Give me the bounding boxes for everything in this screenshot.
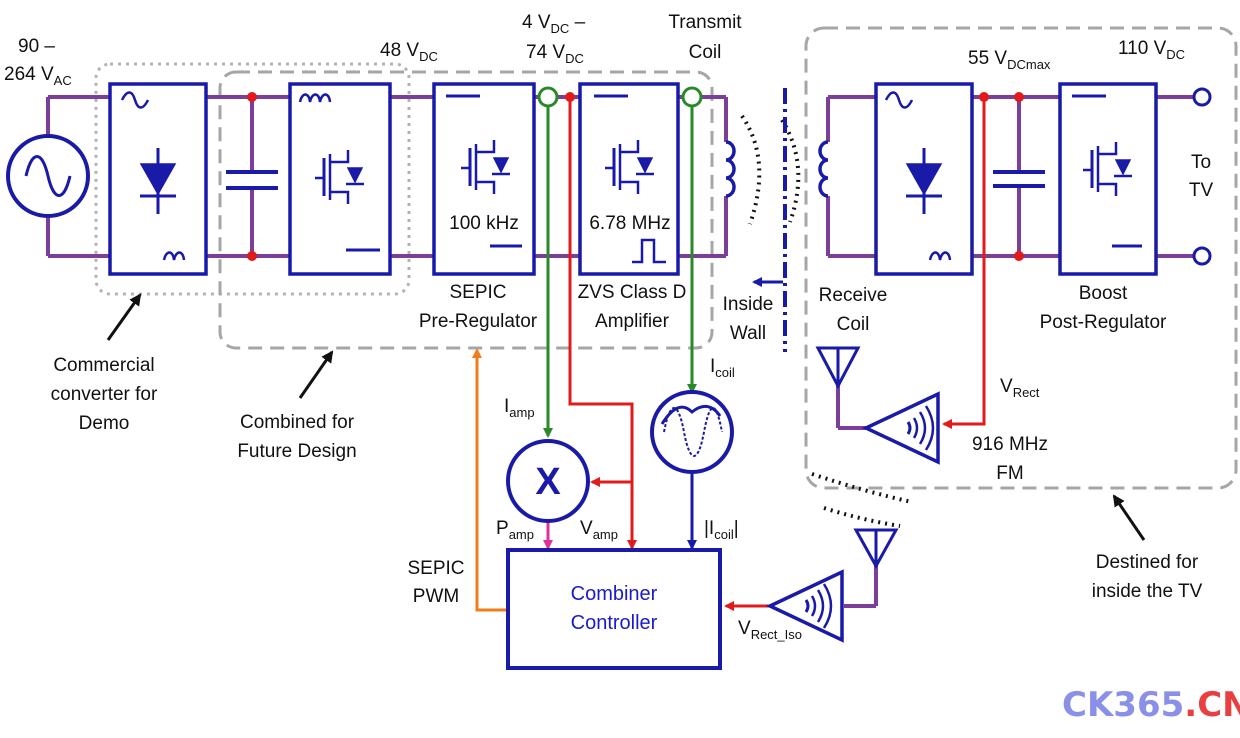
bus-48v-label: 48 VDC xyxy=(380,40,438,64)
destined-label-line1: Destined for xyxy=(1096,552,1199,573)
boost-block xyxy=(1058,82,1158,276)
controller-label-line1: Combiner xyxy=(571,583,658,605)
zvs-amplifier-block xyxy=(578,82,680,276)
current-sense-amp xyxy=(537,86,559,108)
current-sense-coil xyxy=(681,86,703,108)
commercial-label-line1: Commercial xyxy=(53,355,154,376)
freq-678mhz-label: 6.78 MHz xyxy=(589,213,670,234)
v-rect-iso-label: VRect_Iso xyxy=(738,618,802,642)
v-rect-signal xyxy=(942,97,986,429)
boost-label-line2: Post-Regulator xyxy=(1040,312,1167,333)
rect-capacitor xyxy=(993,170,1045,188)
coil-current-detector xyxy=(650,390,734,474)
tv-side-boundary xyxy=(804,26,1238,490)
fm-receiver xyxy=(765,569,844,643)
multiplier-symbol: X xyxy=(535,461,561,503)
combined-callout-arrow xyxy=(298,350,334,399)
receive-rectifier-block xyxy=(874,82,974,276)
ac-input-label-line2: 264 VAC xyxy=(4,64,72,88)
pfc-block xyxy=(288,82,392,276)
commercial-callout-arrow xyxy=(106,293,142,341)
ac-input-label-line1: 90 – xyxy=(18,36,55,57)
commercial-label-line3: Demo xyxy=(79,413,130,434)
fm-label-line2: FM xyxy=(996,463,1023,484)
commercial-converter-boundary xyxy=(94,62,411,296)
inside-wall-label-line2: Wall xyxy=(730,323,766,344)
inside-wall-label-line1: Inside xyxy=(723,294,774,315)
sepic-label-line1: SEPIC xyxy=(449,282,506,303)
zvs-label-line2: Amplifier xyxy=(595,311,670,332)
destined-callout-arrow xyxy=(1112,494,1146,541)
watermark: CK365.CN xyxy=(1062,685,1240,725)
receive-coil-label-line2: Coil xyxy=(837,314,870,335)
v-amp-label: Vamp xyxy=(580,518,618,542)
future-design-boundary xyxy=(218,70,714,350)
destined-label-line2: inside the TV xyxy=(1092,581,1203,602)
rectifier-block xyxy=(108,82,208,276)
v110-label: 110 VDC xyxy=(1118,38,1185,62)
i-amp-label: Iamp xyxy=(504,396,535,420)
i-coil-label: Icoil xyxy=(710,356,735,380)
bus-capacitor xyxy=(226,170,278,190)
rx-antenna xyxy=(853,528,899,570)
combined-label-line2: Future Design xyxy=(237,441,356,462)
to-tv-label-line2: TV xyxy=(1189,180,1214,201)
to-tv-label-line1: To xyxy=(1191,152,1211,173)
v-rect-label: VRect xyxy=(1000,376,1040,400)
coupling-arc-left xyxy=(740,114,762,225)
sepic-pwm-label-line2: PWM xyxy=(413,586,459,607)
combined-label-line1: Combined for xyxy=(240,412,355,433)
output-terminal-bottom xyxy=(1192,246,1212,266)
bus-4-74v-label-line1: 4 VDC – xyxy=(522,12,586,36)
transmit-coil xyxy=(725,140,736,198)
output-terminal-top xyxy=(1192,87,1212,107)
tx-antenna xyxy=(815,346,861,390)
p-amp-label: Pamp xyxy=(496,518,534,542)
sepic-label-line2: Pre-Regulator xyxy=(419,311,538,332)
abs-icoil-label: |Icoil| xyxy=(704,518,739,542)
multiplier-block: X xyxy=(506,439,590,523)
v55-label: 55 VDCmax xyxy=(968,48,1051,72)
combiner-controller-block xyxy=(506,548,722,670)
freq-100khz-label: 100 kHz xyxy=(449,213,519,234)
bus-4-74v-label-line2: 74 VDC xyxy=(526,42,584,66)
fm-transmitter xyxy=(861,391,940,465)
junction-dots xyxy=(247,92,1024,261)
sepic-pwm-signal xyxy=(472,348,508,612)
ac-source xyxy=(6,134,90,218)
zvs-label-line1: ZVS Class D xyxy=(578,282,687,303)
receive-coil-label-line1: Receive xyxy=(819,285,888,306)
rf-coupling-arc-2 xyxy=(823,506,901,528)
fm-label-line1: 916 MHz xyxy=(972,434,1048,455)
commercial-label-line2: converter for xyxy=(51,384,158,405)
transmit-coil-label-line1: Transmit xyxy=(668,12,742,33)
sepic-block xyxy=(432,82,536,276)
receive-coil xyxy=(818,140,829,198)
boost-label-line1: Boost xyxy=(1079,283,1128,304)
v-amp-signal xyxy=(568,97,637,550)
controller-label-line2: Controller xyxy=(571,612,658,634)
transmit-coil-label-line2: Coil xyxy=(689,42,722,63)
sepic-pwm-label-line1: SEPIC xyxy=(407,558,464,579)
